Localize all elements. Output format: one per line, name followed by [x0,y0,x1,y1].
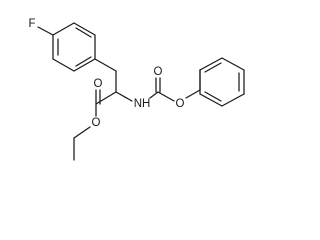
o-benzyl-bond [185,89,201,99]
ring-bond [199,57,223,71]
alpha-nh-bond [115,91,133,102]
ring-double-bond [75,56,92,67]
molecule-drawing: F O O NH O O [28,18,245,161]
amine-label: NH [134,98,151,110]
ester-carbonyl-oxygen-label: O [94,78,103,90]
ring-bond [52,58,75,72]
ring-double-bond [75,27,92,38]
ring-bond [221,57,245,71]
o-ethyl-bond [73,126,91,139]
c-f-bond [37,26,54,36]
nh-carbamate-bond [149,91,159,99]
ester-oxygen-label: O [92,117,101,129]
ring-bond [73,22,96,36]
carbamate-ester-oxygen-label: O [176,98,185,110]
fluorophenyl-ring [52,22,96,72]
ring-bond [73,58,96,72]
ring-bond [52,22,75,36]
carbamate-carbonyl-oxygen-label: O [154,66,163,78]
ring-bond [199,93,223,107]
ring-bond [221,93,245,107]
structure-canvas: F O O NH O O [28,18,245,161]
fluorine-label: F [28,18,35,30]
phenyl-ring [199,57,245,107]
ring-double-bond [204,62,222,73]
benzyl-ch2-bond [94,58,117,72]
alpha-carbonyl-bond [95,91,117,105]
carbamate-c-o-bond [157,91,175,102]
ring-double-bond [204,91,222,102]
